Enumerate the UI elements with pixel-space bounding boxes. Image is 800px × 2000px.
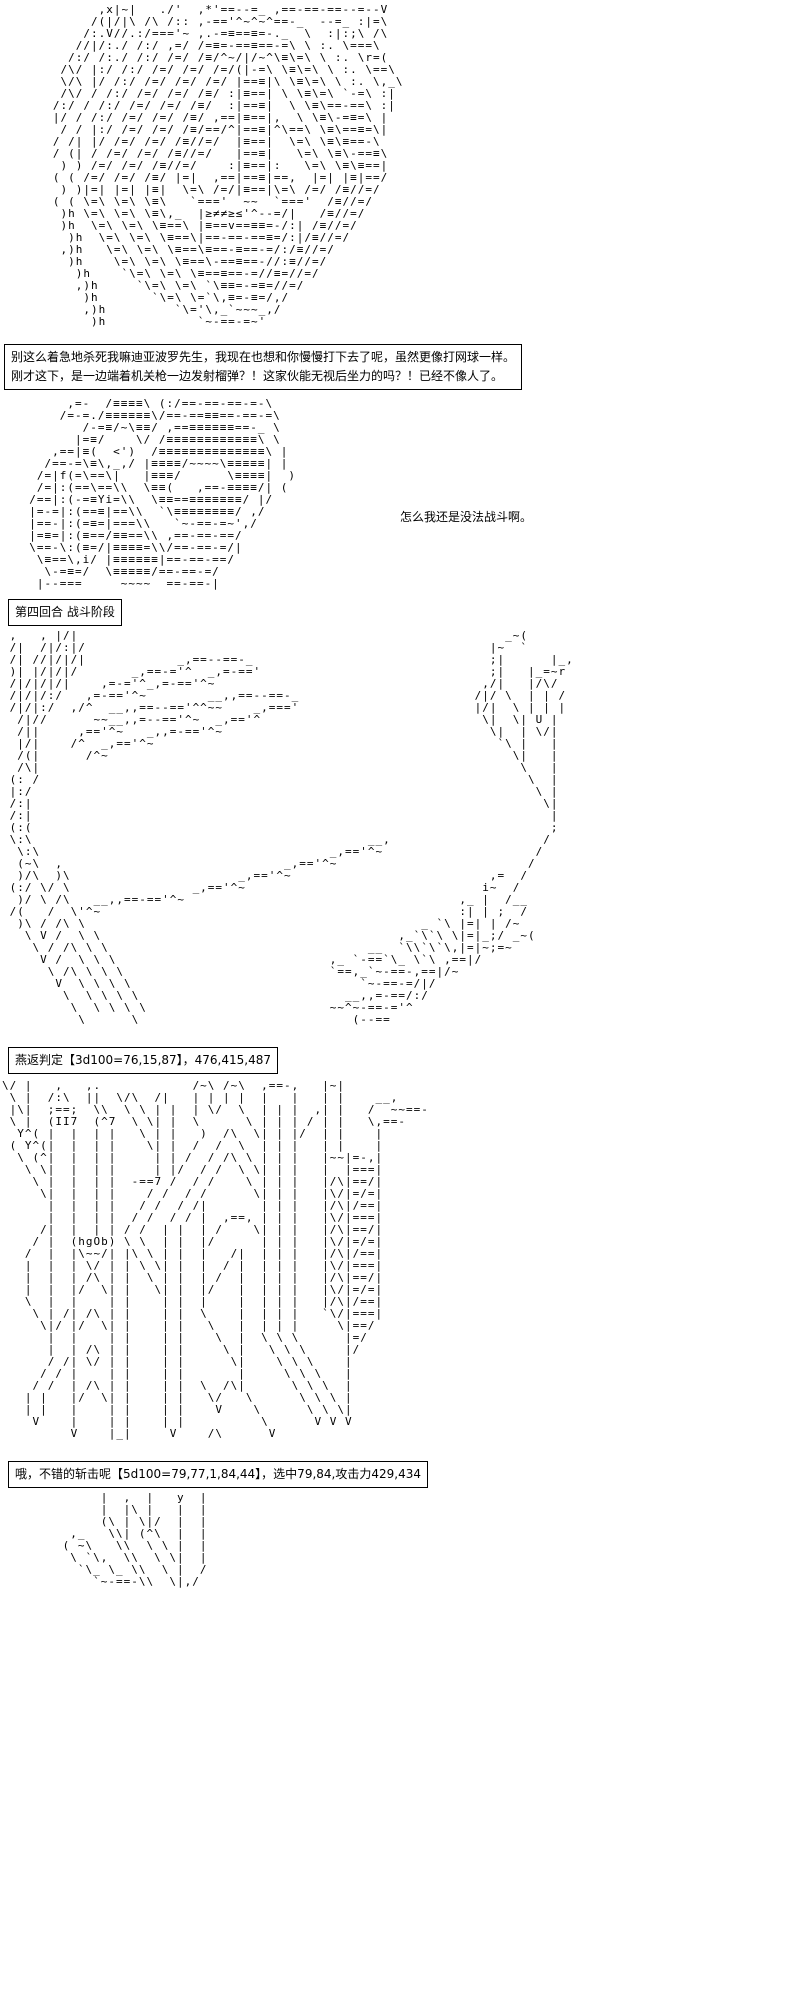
round-phase-label: 第四回合 战斗阶段 xyxy=(15,605,115,619)
round-phase-box: 第四回合 战斗阶段 xyxy=(8,599,122,626)
dialogue-box-1: 别这么着急地杀死我嘛迪亚波罗先生，我现在也想和你慢慢打下去了呢，虽然更像打网球一… xyxy=(4,344,523,390)
inline-dialogue: 怎么我还是没法战斗啊。 xyxy=(400,510,533,524)
dialogue-box-1-line-2: 刚才这下，是一边端着机关枪一边发射榴弹？！这家伙能无视后坐力的吗？！已经不像人了… xyxy=(11,369,504,383)
ascii-art-top-portrait: ,x|~| ./' ,*'==--=_ ,==-==-==--=--V /(|/… xyxy=(52,3,404,328)
ascii-art-battle-scene: \/ | , ,. /~\ /~\ ,==-, |~| \ | /:\ || \… xyxy=(2,1079,429,1440)
judgement-label: 燕返判定【3d100=76,15,87】，476,415,487 xyxy=(15,1053,271,1067)
ascii-art-bottom-fragment: | , | y | | |\ | | | (\ | \|/ | | ,_ \\|… xyxy=(62,1491,208,1588)
attack-result-label: 哦，不错的斩击呢【5d100=79,77,1,84,44】，选中79,84,攻击… xyxy=(15,1467,421,1481)
ascii-art-slash-scene: , , |/| _~( /| /|/:|/ |~ ` /| //|/|/| _,… xyxy=(9,629,574,1026)
dialogue-box-1-line-1: 别这么着急地杀死我嘛迪亚波罗先生，我现在也想和你慢慢打下去了呢，虽然更像打网球一… xyxy=(11,350,516,364)
attack-result-box: 哦，不错的斩击呢【5d100=79,77,1,84,44】，选中79,84,攻击… xyxy=(8,1461,428,1488)
judgement-box: 燕返判定【3d100=76,15,87】，476,415,487 xyxy=(8,1047,278,1074)
ascii-art-scene-2: ,=- /≡≡≡≡\ (:/==-==-==-=-\ /=-=./≡≡≡≡≡≡\… xyxy=(29,397,297,590)
